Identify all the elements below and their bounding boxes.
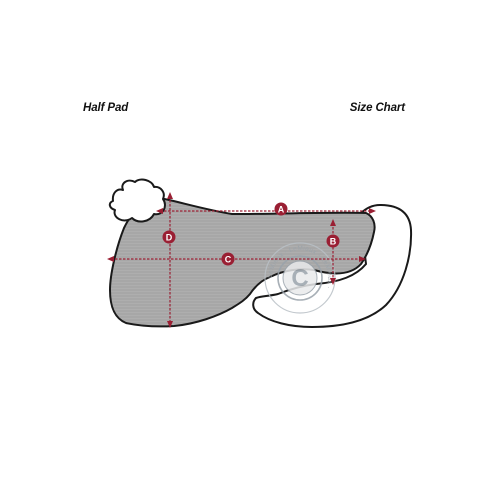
- marker-a-label: A: [278, 204, 285, 214]
- marker-d: D: [162, 230, 176, 244]
- marker-b-label: B: [330, 236, 337, 246]
- wither-tuft: [108, 178, 166, 223]
- marker-b: B: [326, 234, 340, 248]
- marker-d-label: D: [166, 232, 173, 242]
- measure-arrowheads: [107, 192, 376, 328]
- marker-c: C: [221, 252, 235, 266]
- marker-a: A: [274, 202, 288, 216]
- size-chart-title: Size Chart: [349, 102, 405, 114]
- pad-body: [109, 191, 376, 328]
- watermark-letter: C: [291, 265, 308, 292]
- half-pad-title: Half Pad: [83, 102, 129, 114]
- marker-c-label: C: [225, 254, 232, 264]
